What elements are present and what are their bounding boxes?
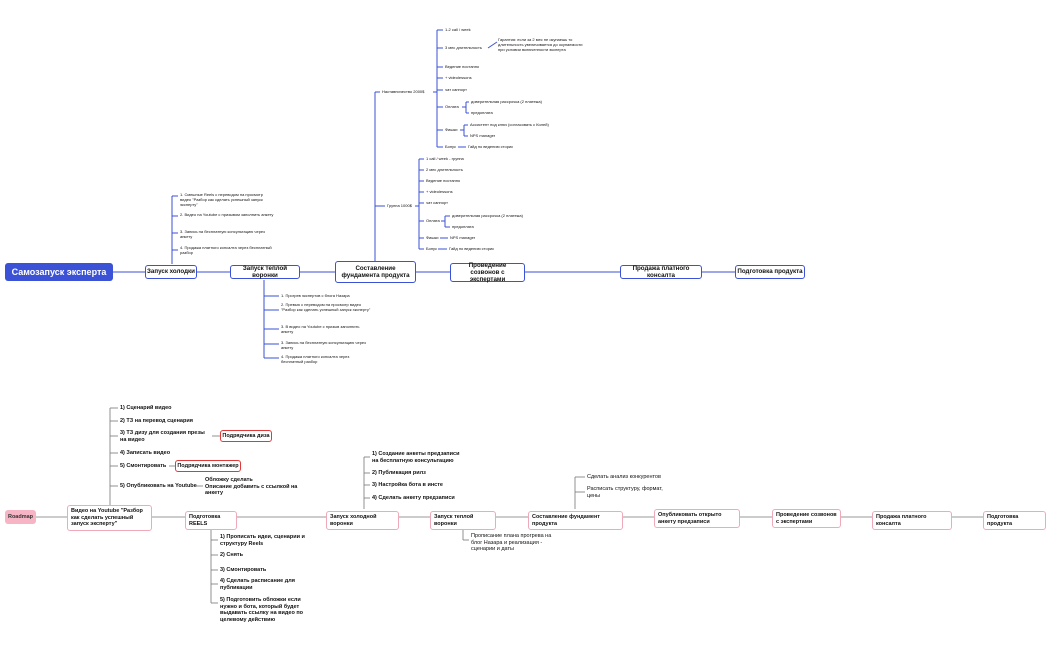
video-step-5: 5) Смонтировать (120, 463, 167, 469)
stage-product-prep[interactable]: Подготовка продукта (735, 265, 805, 279)
mentor-item-2: 3 мес длительность (445, 45, 482, 50)
mentor-label: Наставничество 2000$ (382, 89, 425, 94)
foundation-step-1: Сделать анализ конкурентов (587, 474, 661, 480)
group-item-2: 2 мес длительность (426, 167, 463, 172)
group-payment-1: доверительная рассрочка (2 платежа) (452, 213, 523, 218)
group-feature-1: NPS manager (450, 235, 476, 240)
stage-paid-consulting[interactable]: Продажа платного консалта (620, 265, 702, 279)
cold-step-4: 4) Сделать анкету предзаписи (372, 495, 455, 501)
roadmap-stage-cold-funnel[interactable]: Запуск холодной воронки (326, 511, 399, 531)
warm-item-1: 1. Прогрев экспертов с блога Назара (281, 293, 350, 298)
cold-step-3: 3) Настройка бота в инсте (372, 482, 443, 488)
mentor-bonus: Гайд по ведению сторис (468, 144, 514, 149)
group-payment-2: предоплата (452, 224, 474, 229)
roadmap-stage-youtube-video[interactable]: Видео на Youtube "Разбор как сделать усп… (67, 505, 152, 531)
mentor-feature-1: Ассистент под ключ (согласовать с Колей) (470, 122, 549, 127)
mentor-item-7: Фишки (445, 127, 458, 132)
mentor-payment-1: доверительная рассрочка (2 платежа) (471, 99, 542, 104)
roadmap-stage-foundation[interactable]: Составление фундамент продукта (528, 511, 623, 531)
cold-item-3: 3. Запись на бесплатную консультацию чер… (180, 229, 265, 239)
stage-cold-launch[interactable]: Запуск холодки (145, 265, 197, 279)
group-item-5: чат саппорт (426, 200, 448, 205)
mentor-feature-2: NPS manager (470, 133, 496, 138)
group-item-7: Фишки (426, 235, 439, 240)
group-item-4: + videolessons (426, 189, 453, 194)
stage-product-foundation[interactable]: Составление фундамента продукта (335, 261, 416, 283)
cold-item-1: 1. Смешные Reels с переводом на просмотр… (180, 192, 263, 207)
video-step-2: 2) ТЗ на перевод сценария (120, 418, 193, 424)
warm-item-4: 3. Запись на бесплатную консультацию чер… (281, 340, 366, 350)
mentor-item-1: 1-2 call / week (445, 27, 471, 32)
roadmap-root[interactable]: Roadmap (5, 510, 36, 524)
mentor-payment-2: предоплата (471, 110, 493, 115)
cold-step-2: 2) Публикация рилз (372, 470, 426, 476)
mentor-item-8: Бонус (445, 144, 457, 149)
reels-step-5: 5) Подготовить обложки если нужно и бота… (220, 597, 304, 623)
cold-step-1: 1) Создание анкеты предзаписи на бесплат… (372, 451, 460, 464)
group-bonus: Гайд по ведению сторис (449, 246, 495, 251)
warm-item-3: 3. В видео на Youtube с призыв заполнить… (281, 324, 360, 334)
mentor-item-6: Оплата (445, 104, 459, 109)
warm-item-2: 2. Превью с переводом на просмотр видео … (281, 302, 371, 312)
group-label: Группа 1000$ (387, 203, 412, 208)
mentor-item-4: + videolessons (445, 75, 472, 80)
video-step-3: 3) ТЗ дизу для создания презы на видео (120, 430, 205, 443)
stage-warm-funnel[interactable]: Запуск теплой воронки (230, 265, 300, 279)
roadmap-stage-product-prep[interactable]: Подготовка продукта (983, 511, 1046, 531)
cold-item-4: 4. Продажа платного консалта через беспл… (180, 245, 272, 255)
video-step-6: 5) Опубликовать на Youtube (120, 483, 197, 489)
group-item-6: Оплата (426, 218, 440, 223)
stage-expert-calls[interactable]: Проведение созвонов с экспертами (450, 262, 525, 283)
roadmap-stage-publish-form[interactable]: Опубликовать открыто анкету предзаписи (654, 509, 740, 529)
roadmap-stage-reels[interactable]: Подготовка REELS (185, 511, 237, 531)
group-item-8: Бонус (426, 246, 438, 251)
root-node-self-launch[interactable]: Самозапуск эксперта (5, 263, 113, 281)
group-item-1: 1 call / week - группа (426, 156, 464, 161)
video-step-1: 1) Сценарий видео (120, 405, 172, 411)
design-contractor-box[interactable]: Подрядчика диза (220, 430, 272, 442)
mentor-item-5: чат саппорт (445, 87, 467, 92)
warm-item-5: 4. Продажа платного консалта через беспл… (281, 354, 350, 364)
montage-contractor-box[interactable]: Подрядчика монтажер (175, 460, 241, 472)
cold-item-2: 2. Видео на Youtube с призывом заполнить… (180, 212, 274, 217)
roadmap-stage-warm-funnel[interactable]: Запуск теплой воронки (430, 511, 496, 531)
roadmap-stage-expert-calls[interactable]: Проведение созвонов с экспертами (772, 509, 841, 529)
reels-step-2: 2) Снять (220, 552, 243, 558)
reels-step-4: 4) Сделать расписание для публикации (220, 578, 295, 591)
group-item-3: Ведение постапно (426, 178, 461, 183)
warm-funnel-note: Прописание плана прогрева на блог Назара… (471, 533, 552, 553)
reels-step-1: 1) Прописать идеи, сценарии и структуру … (220, 534, 305, 547)
mentor-item-3: Ведение постапно (445, 64, 480, 69)
roadmap-stage-paid-consulting[interactable]: Продажа платного консалта (872, 511, 952, 531)
reels-step-3: 3) Смонтировать (220, 567, 267, 573)
publish-note: Обложку сделать Описание добавить с ссыл… (205, 477, 298, 497)
video-step-4: 4) Записать видео (120, 450, 171, 456)
mentor-guarantee: Гарантия: если за 2 мес не окупаешь то д… (498, 37, 583, 52)
foundation-step-2: Расписать структуру, формат, цены (587, 486, 663, 499)
